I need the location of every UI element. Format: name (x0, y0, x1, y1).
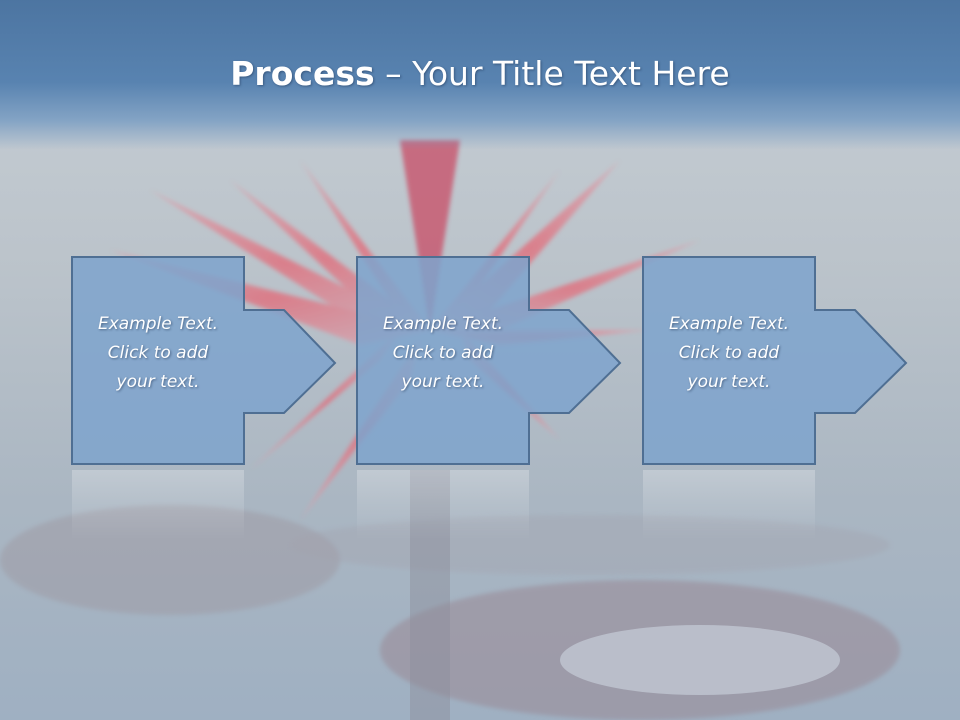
right-arrow-icon (356, 256, 622, 465)
step-text[interactable]: Example Text. Click to add your text. (668, 314, 790, 392)
title-band (0, 0, 960, 150)
slide-title[interactable]: Process – Your Title Text Here (0, 52, 960, 96)
process-step-1[interactable]: Example Text. Click to add your text. (71, 255, 371, 485)
step-reflection (72, 470, 244, 540)
title-bold-part: Process (230, 54, 375, 93)
right-arrow-icon (71, 256, 337, 465)
title-rest-part: – Your Title Text Here (374, 54, 730, 93)
step-reflection (643, 470, 815, 540)
process-step-2[interactable]: Example Text. Click to add your text. (356, 255, 656, 485)
step-text[interactable]: Example Text. Click to add your text. (97, 314, 219, 392)
process-step-3[interactable]: Example Text. Click to add your text. (642, 255, 942, 485)
step-reflection (357, 470, 529, 540)
right-arrow-icon (642, 256, 908, 465)
step-text[interactable]: Example Text. Click to add your text. (382, 314, 504, 392)
